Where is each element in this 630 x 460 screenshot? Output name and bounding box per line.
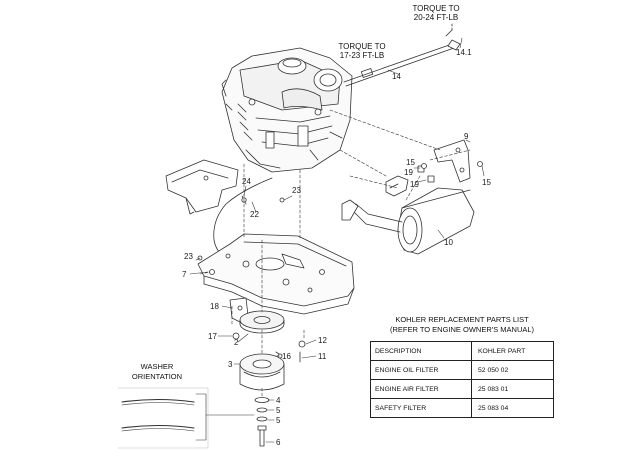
torque-note-upper: TORQUE TO 20-24 FT-LB (406, 4, 466, 22)
hardware-fasteners (197, 161, 483, 363)
callout-3: 3 (228, 360, 233, 369)
leader-lines (189, 37, 485, 443)
assembly-lines (199, 109, 471, 399)
part-number: 25 083 04 (471, 398, 554, 418)
callout-6: 6 (276, 438, 281, 447)
part-description: SAFETY FILTER (370, 398, 472, 418)
washer-orientation-detail (117, 387, 255, 449)
callout-17: 17 (208, 332, 217, 341)
callout-11: 11 (318, 352, 327, 361)
callout-22: 22 (250, 210, 259, 219)
callout-15-upper: 15 (406, 158, 415, 167)
torque-note-upper-line1: TORQUE TO (412, 4, 460, 13)
part-description: ENGINE OIL FILTER (370, 360, 472, 380)
table-row: ENGINE AIR FILTER 25 083 01 (370, 379, 554, 399)
callout-19-upper: 19 (404, 168, 413, 177)
header-kohler-part: KOHLER PART (471, 341, 554, 361)
callout-7: 7 (182, 270, 187, 279)
callout-12: 12 (318, 336, 327, 345)
pulley (239, 310, 285, 334)
electric-clutch (239, 351, 285, 391)
engine (221, 47, 353, 173)
parts-list-title-line1: KOHLER REPLACEMENT PARTS LIST (395, 315, 529, 324)
callout-5-upper: 5 (276, 406, 281, 415)
washers-and-bolt (254, 397, 270, 447)
parts-list-table: DESCRIPTION KOHLER PART ENGINE OIL FILTE… (370, 341, 554, 418)
callout-18: 18 (210, 302, 219, 311)
part-description: ENGINE AIR FILTER (370, 379, 472, 399)
callout-23-lower: 23 (184, 252, 193, 261)
part-number: 52 050 02 (471, 360, 554, 380)
parts-list-title-line2: (REFER TO ENGINE OWNER'S MANUAL) (389, 325, 535, 334)
torque-note-lower-line1: TORQUE TO (338, 42, 386, 51)
callout-14: 14 (392, 72, 401, 81)
callout-16: 16 (282, 352, 291, 361)
torque-note-upper-line2: 20-24 FT-LB (413, 13, 459, 22)
callout-24: 24 (242, 177, 251, 186)
callout-4: 4 (276, 396, 281, 405)
callout-14-1: 14.1 (456, 48, 472, 57)
callout-23-upper: 23 (292, 186, 301, 195)
part-number: 25 083 01 (471, 379, 554, 399)
washer-label-line1: WASHER (140, 362, 174, 371)
callout-2: 2 (234, 338, 239, 347)
callout-5-lower: 5 (276, 416, 281, 425)
exhaust-manifold (385, 165, 435, 197)
header-description: DESCRIPTION (370, 341, 472, 361)
parts-list-header-row: DESCRIPTION KOHLER PART (370, 341, 554, 361)
washer-label-line2: ORIENTATION (131, 372, 183, 381)
callout-10: 10 (444, 238, 453, 247)
callout-19-lower: 19 (410, 180, 419, 189)
muffler-bracket (433, 139, 471, 183)
washer-orientation-label: WASHER ORIENTATION (122, 362, 192, 382)
table-row: ENGINE OIL FILTER 52 050 02 (370, 360, 554, 380)
parts-list-title: KOHLER REPLACEMENT PARTS LIST (REFER TO … (372, 315, 552, 335)
table-row: SAFETY FILTER 25 083 04 (370, 398, 554, 418)
deck-plate (197, 233, 355, 315)
muffler (341, 187, 475, 255)
torque-note-lower: TORQUE TO 17-23 FT-LB (336, 42, 388, 60)
callout-9: 9 (464, 132, 469, 141)
mounting-bracket-left (165, 159, 239, 215)
torque-note-lower-line2: 17-23 FT-LB (339, 51, 385, 60)
callout-15-right: 15 (482, 178, 491, 187)
dipstick-tube (343, 21, 461, 87)
